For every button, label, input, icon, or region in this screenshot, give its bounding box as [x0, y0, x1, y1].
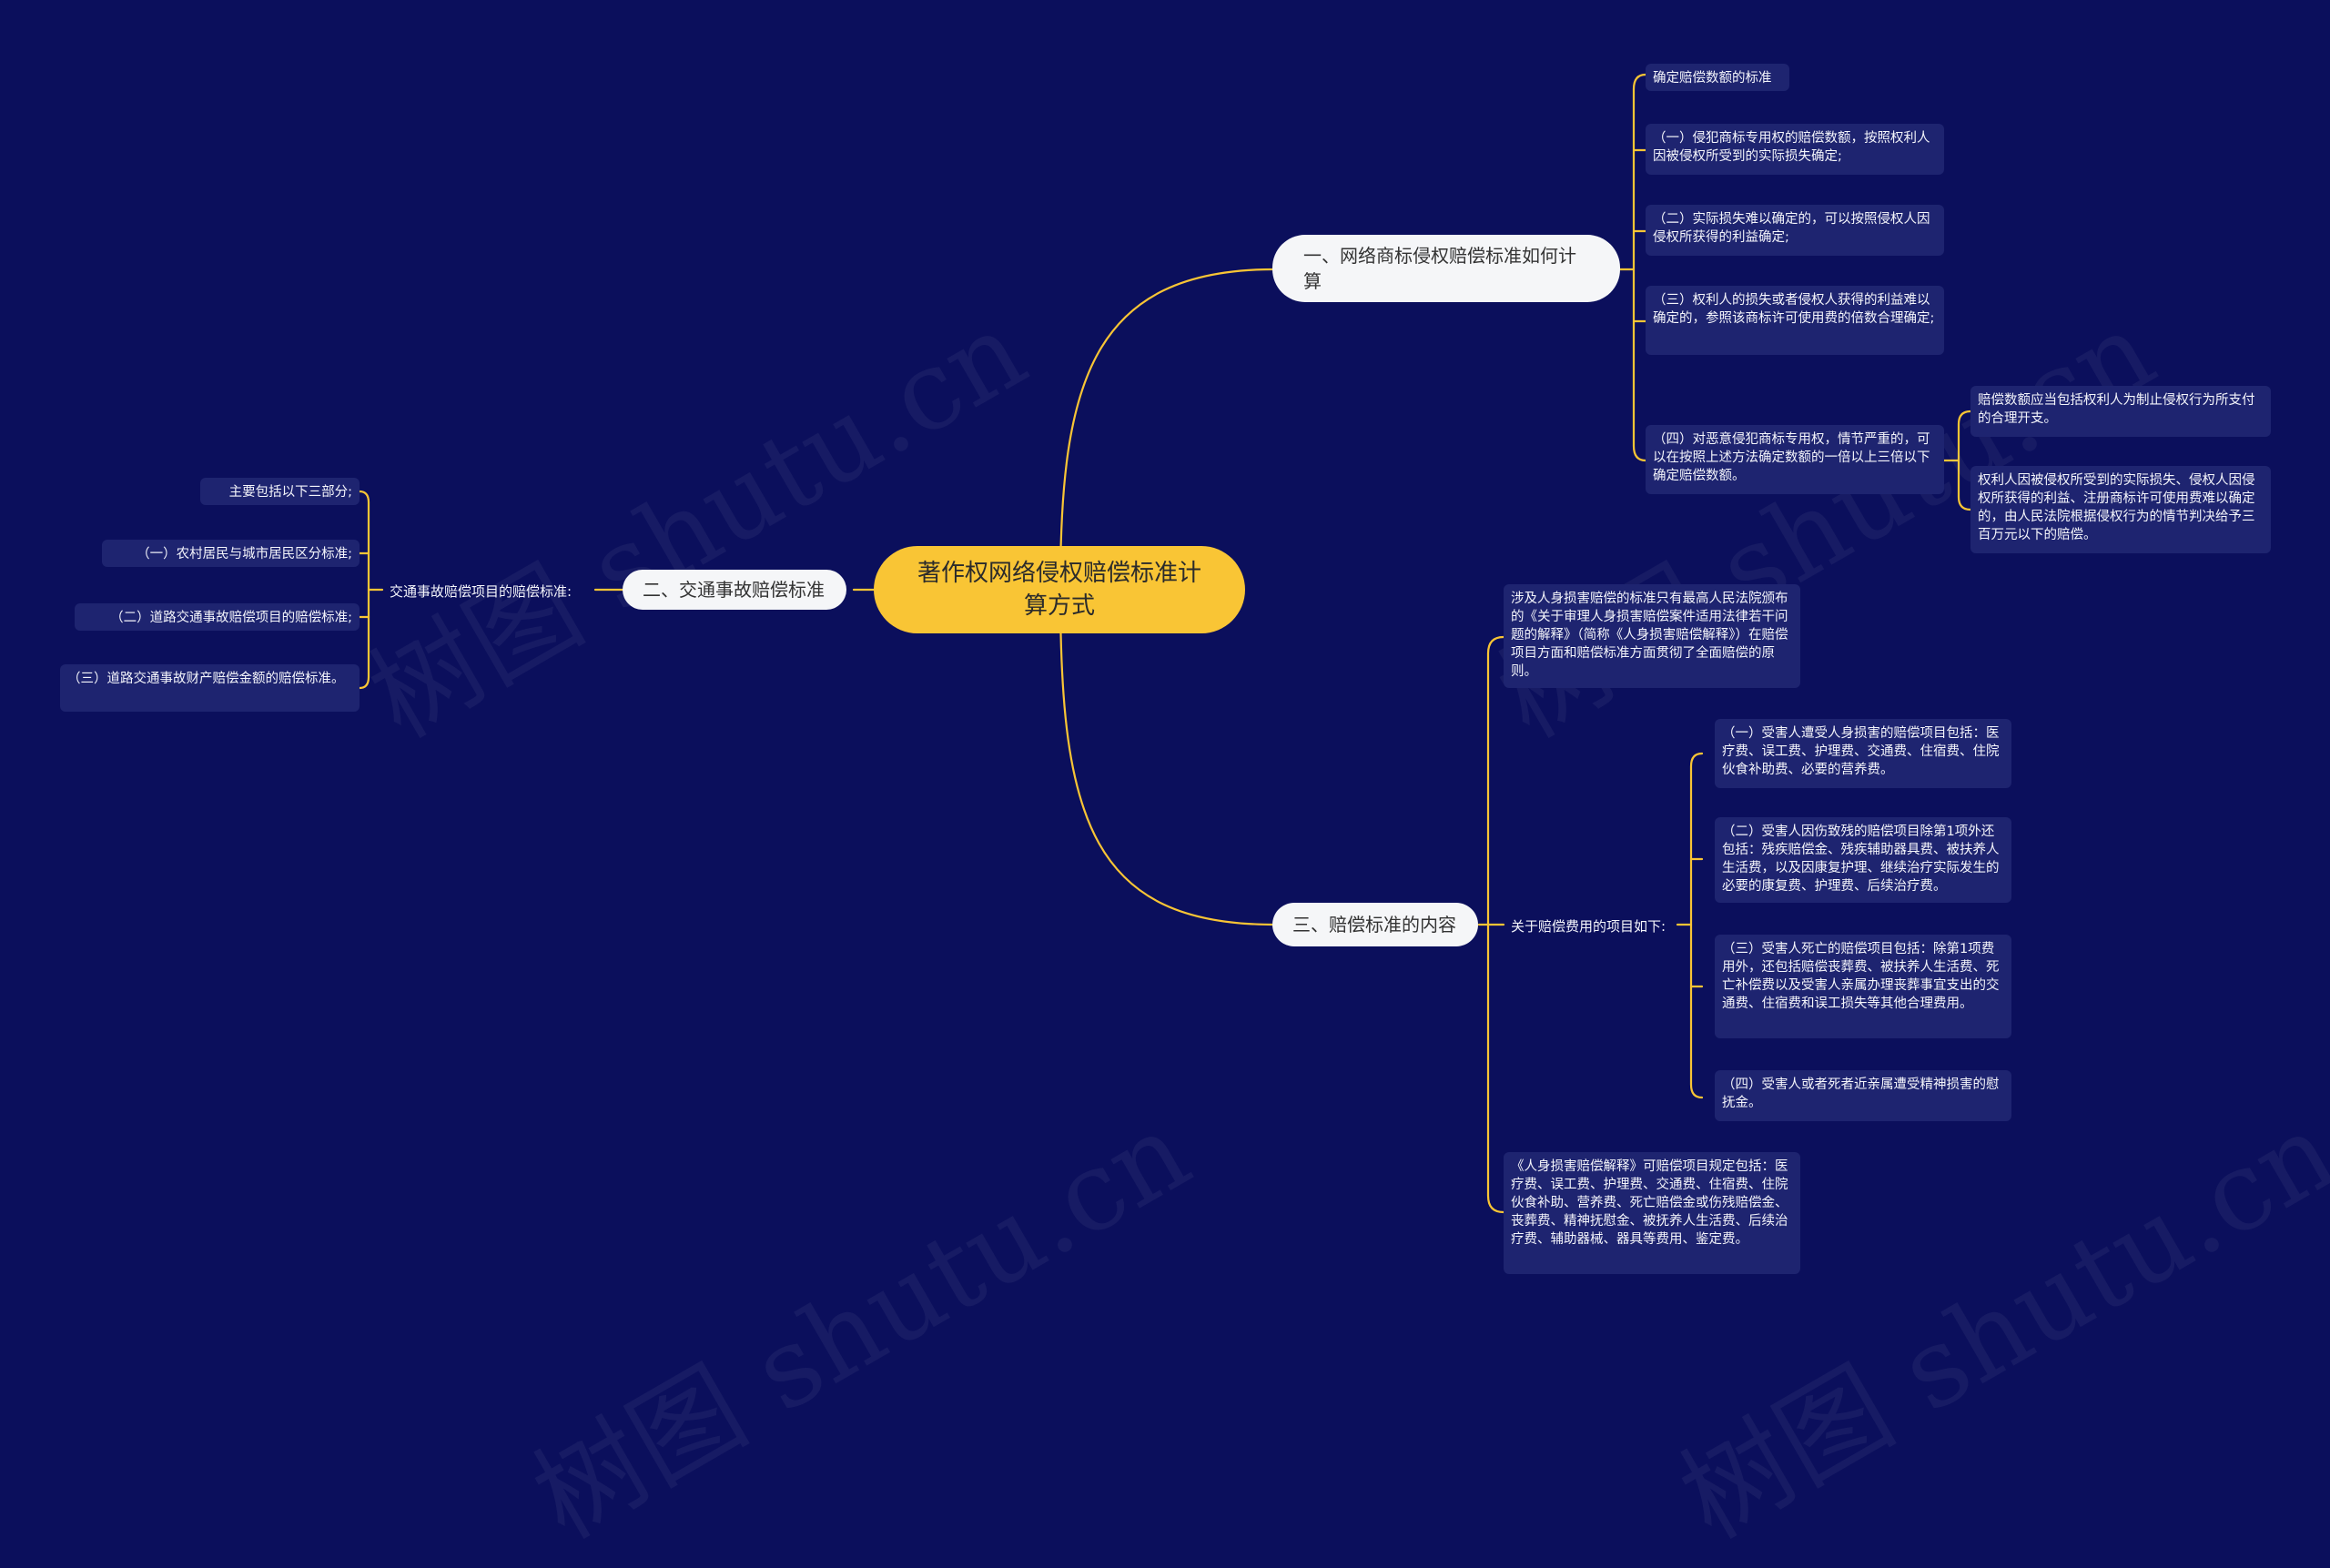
branch-2-item[interactable]: （一）农村居民与城市居民区分标准;	[102, 540, 360, 567]
branch-3-item[interactable]: （一）受害人遭受人身损害的赔偿项目包括：医疗费、误工费、护理费、交通费、住宿费、…	[1715, 719, 2011, 788]
branch-1-item[interactable]: （二）实际损失难以确定的，可以按照侵权人因侵权所获得的利益确定;	[1646, 205, 1944, 256]
branch-2-item[interactable]: （三）道路交通事故财产赔偿金额的赔偿标准。	[60, 664, 360, 712]
central-topic-label: 著作权网络侵权赔偿标准计算方式	[917, 560, 1201, 620]
branch-2-item[interactable]: 主要包括以下三部分;	[200, 478, 360, 505]
branch-2-item[interactable]: （二）道路交通事故赔偿项目的赔偿标准;	[75, 603, 360, 631]
branch-3-label: 三、赔偿标准的内容	[1292, 914, 1456, 936]
branch-3-intro[interactable]: 涉及人身损害赔偿的标准只有最高人民法院颁布的《关于审理人身损害赔偿案件适用法律若…	[1504, 584, 1800, 688]
branch-3-item[interactable]: （二）受害人因伤致残的赔偿项目除第1项外还包括：残疾赔偿金、残疾辅助器具费、被扶…	[1715, 817, 2011, 903]
branch-1-trademark[interactable]: 一、网络商标侵权赔偿标准如何计算	[1272, 235, 1620, 302]
central-topic[interactable]: 著作权网络侵权赔偿标准计算方式	[874, 546, 1245, 633]
branch-3-item[interactable]: （三）受害人死亡的赔偿项目包括：除第1项费用外，还包括赔偿丧葬费、被扶养人生活费…	[1715, 935, 2011, 1038]
branch-1-item[interactable]: （一）侵犯商标专用权的赔偿数额，按照权利人因被侵权所受到的实际损失确定;	[1646, 124, 1944, 175]
branch-2-mid[interactable]: 交通事故赔偿项目的赔偿标准:	[390, 583, 572, 600]
branch-2-label: 二、交通事故赔偿标准	[643, 579, 825, 601]
branch-1-item[interactable]: 确定赔偿数额的标准	[1646, 64, 1789, 91]
connector-lines	[358, 73, 1972, 1214]
branch-3-content[interactable]: 三、赔偿标准的内容	[1272, 903, 1478, 946]
branch-1-label: 一、网络商标侵权赔偿标准如何计算	[1303, 245, 1576, 292]
branch-2-traffic[interactable]: 二、交通事故赔偿标准	[623, 570, 846, 610]
branch-1-subitem[interactable]: 权利人因被侵权所受到的实际损失、侵权人因侵权所获得的利益、注册商标许可使用费难以…	[1970, 466, 2271, 553]
branch-1-item[interactable]: （四）对恶意侵犯商标专用权，情节严重的，可以在按照上述方法确定数额的一倍以上三倍…	[1646, 425, 1944, 494]
branch-3-item[interactable]: （四）受害人或者死者近亲属遭受精神损害的慰抚金。	[1715, 1070, 2011, 1121]
branch-1-subitem[interactable]: 赔偿数额应当包括权利人为制止侵权行为所支付的合理开支。	[1970, 386, 2271, 437]
branch-3-mid[interactable]: 关于赔偿费用的项目如下:	[1511, 918, 1666, 935]
branch-3-outro[interactable]: 《人身损害赔偿解释》可赔偿项目规定包括：医疗费、误工费、护理费、交通费、住宿费、…	[1504, 1152, 1800, 1274]
branch-1-item[interactable]: （三）权利人的损失或者侵权人获得的利益难以确定的，参照该商标许可使用费的倍数合理…	[1646, 286, 1944, 355]
